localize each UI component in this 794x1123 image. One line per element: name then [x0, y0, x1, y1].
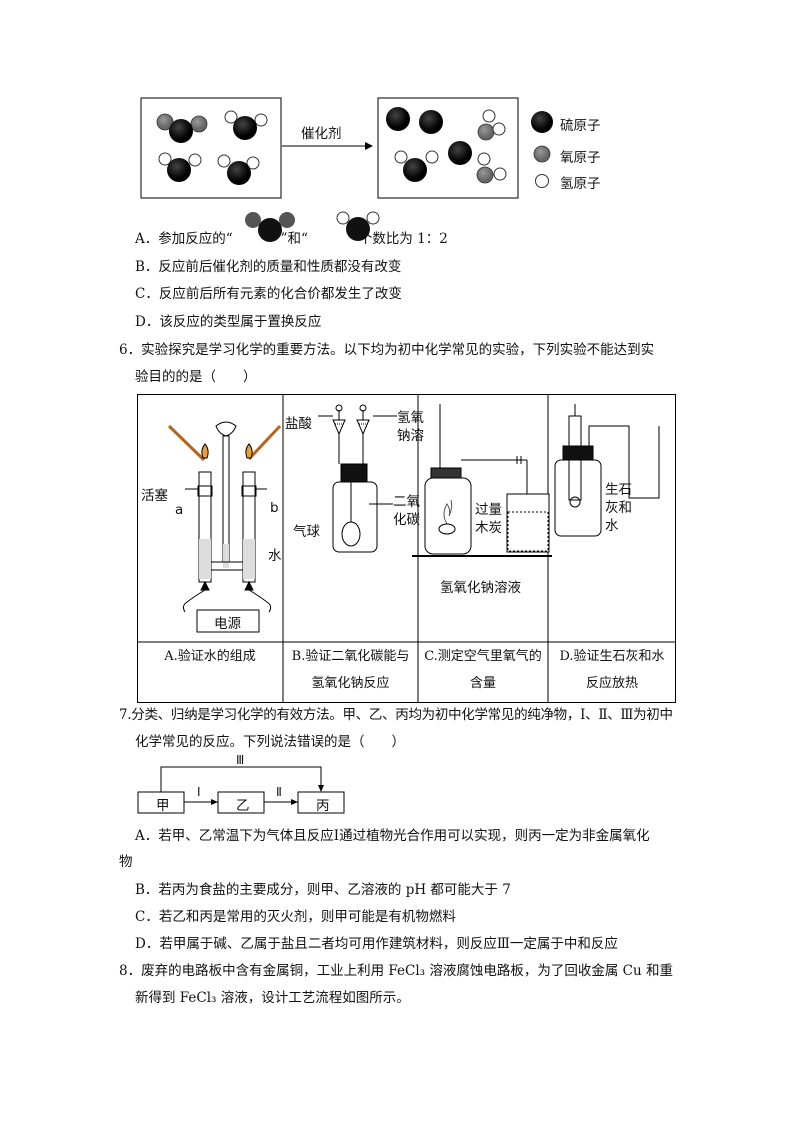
q5-option-a: A．参加反应的“”和“”个数比为 1：2 [135, 231, 448, 247]
flow-bing: 丙 [316, 798, 330, 814]
flow-reaction-2: Ⅱ [276, 785, 282, 799]
flow-reaction-3: Ⅲ [236, 753, 245, 767]
q6-experiment-table [137, 394, 676, 703]
label-naoh-1: 氢氧 [397, 410, 424, 426]
q8-stem-cont: 新得到 FeCl₃ 溶液，设计工艺流程如图所示。 [135, 990, 410, 1006]
label-a: a [175, 502, 184, 518]
sulfur-atom [448, 141, 472, 165]
label-balloon: 气球 [293, 524, 320, 540]
caption-d: D.验证生石灰和水反应放热 [559, 649, 665, 691]
legend-oxygen-label: 氧原子 [560, 150, 601, 166]
label-water: 水 [268, 548, 282, 564]
legend-oxygen-icon [533, 145, 551, 163]
oxygen-content-apparatus [412, 404, 552, 557]
q8-stem: 8．废弃的电路板中含有金属铜，工业上利用 FeCl₃ 溶液腐蚀电路板，为了回收金… [119, 963, 673, 979]
label-lime-3: 水 [605, 518, 619, 534]
sulfur-atom [386, 107, 410, 131]
h2s-molecule-icon [336, 211, 380, 241]
q6-stem-cont: 验目的的是（ ） [135, 369, 257, 385]
legend-hydrogen-label: 氢原子 [560, 176, 601, 192]
electrolysis-apparatus [167, 421, 282, 633]
q7-option-a-cont: 物 [119, 854, 133, 870]
label-lime-1: 生石 [605, 482, 632, 498]
label-co2-1: 二氧 [393, 494, 420, 510]
reactants-box [140, 97, 282, 199]
catalyst-label: 催化剂 [301, 126, 342, 142]
legend-hydrogen-icon [535, 174, 549, 188]
flow-reaction-1: Ⅰ [197, 785, 201, 799]
label-lime-2: 灰和 [605, 500, 632, 516]
label-power: 电源 [214, 616, 241, 632]
caption-b: B.验证二氧化碳能与氢氧化钠反应 [291, 649, 410, 691]
flow-yi: 乙 [236, 798, 250, 814]
q7-stem-cont: 化学常见的反应。下列说法错误的是（ ） [135, 734, 405, 750]
q7-stem: 7.分类、归纳是学习化学的有效方法。甲、乙、丙均为初中化学常见的纯净物，Ⅰ、Ⅱ、… [119, 707, 673, 723]
q7-option-d: D．若甲属于碱、乙属于盐且二者均可用作建筑材料，则反应Ⅲ一定属于中和反应 [135, 936, 618, 952]
label-hcl: 盐酸 [285, 416, 312, 432]
q6-stem: 6．实验探究是学习化学的重要方法。以下均为初中化学常见的实验，下列实验不能达到实 [119, 342, 655, 358]
water-molecule [476, 152, 507, 184]
label-naoh-2: 钠溶 [397, 428, 424, 444]
legend-sulfur-label: 硫原子 [560, 118, 601, 134]
label-b: b [270, 500, 279, 516]
h2s-molecule [158, 152, 202, 182]
water-molecule [477, 109, 506, 141]
flow-jia: 甲 [156, 798, 170, 814]
q5-option-b: B．反应前后催化剂的质量和性质都没有改变 [135, 259, 402, 275]
h2s-molecule [217, 154, 260, 185]
q5-option-c: C．反应前后所有元素的化合价都发生了改变 [135, 286, 402, 302]
h2s-molecule [224, 110, 268, 140]
lime-water-apparatus [554, 404, 660, 537]
label-charcoal: 木炭 [475, 520, 502, 536]
water-molecule [394, 150, 439, 182]
reaction-diagram: 催化剂 [140, 97, 553, 199]
label-excess: 过量 [475, 502, 502, 518]
sulfur-atom [419, 110, 443, 134]
caption-a: A.验证水的组成 [164, 649, 256, 664]
co2-naoh-apparatus [318, 404, 397, 553]
label-co2-2: 化碳 [393, 512, 420, 528]
caption-c: C.测定空气里氧气的含量 [424, 649, 542, 691]
q7-option-b: B．若丙为食盐的主要成分，则甲、乙溶液的 pH 都可能大于 7 [135, 882, 511, 898]
q7-option-c: C．若乙和丙是常用的灭火剂，则甲可能是有机物燃料 [135, 909, 456, 925]
so2-molecule-icon [245, 212, 295, 242]
q7-option-a: A．若甲、乙常温下为气体且反应Ⅰ通过植物光合作用可以实现，则丙一定为非金属氧化 [135, 828, 650, 844]
q5-option-d: D．该反应的类型属于置换反应 [135, 314, 322, 330]
label-valve: 活塞 [141, 488, 168, 504]
q7-flow-diagram [137, 766, 345, 814]
so2-molecule [156, 113, 208, 143]
legend-sulfur-icon [531, 111, 553, 133]
label-naoh-solution: 氢氧化钠溶液 [440, 580, 521, 596]
